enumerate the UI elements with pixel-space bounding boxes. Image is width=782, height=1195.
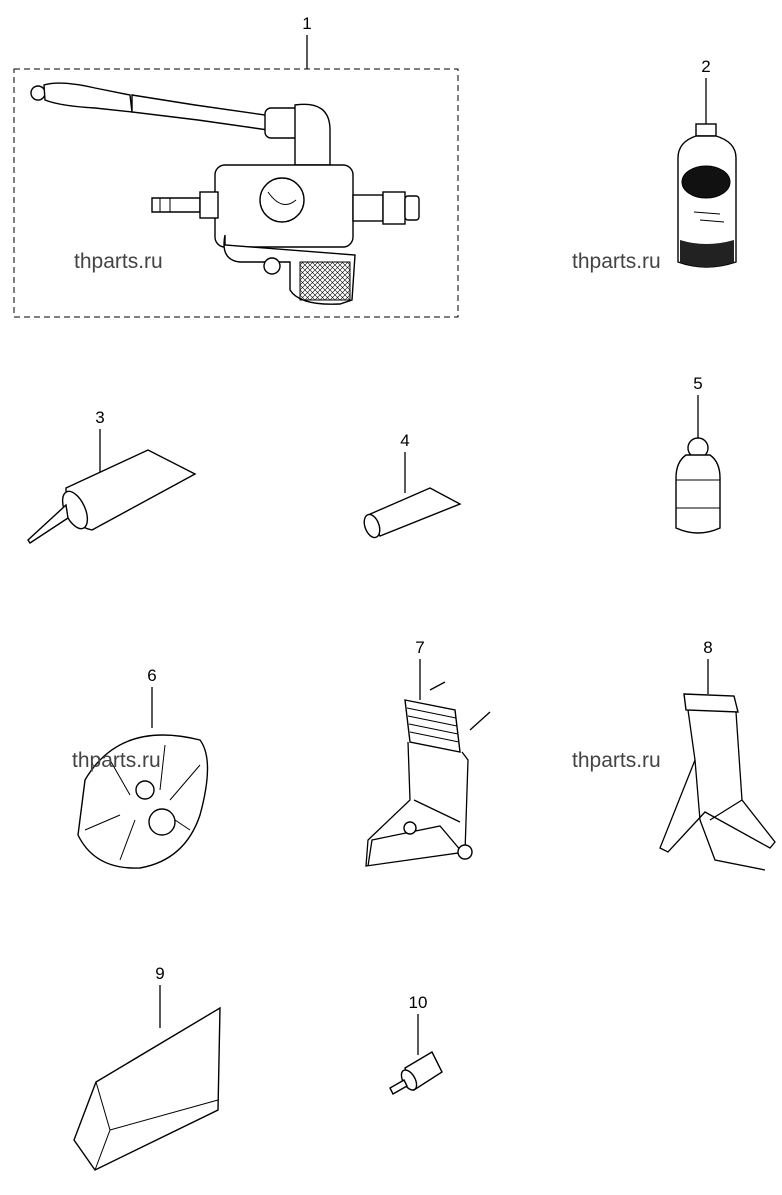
part-6-flywheel-puller[interactable]: 6 bbox=[77, 666, 209, 869]
part-label-2: 2 bbox=[701, 57, 710, 76]
hose bbox=[131, 94, 269, 131]
part-3-grease-tube-large[interactable]: 3 bbox=[27, 408, 197, 544]
stand-frame bbox=[365, 741, 469, 867]
part-4-grease-tube-small[interactable]: 4 bbox=[361, 431, 462, 540]
part-label-3: 3 bbox=[95, 408, 104, 427]
tube-nozzle bbox=[27, 503, 69, 544]
gun-port bbox=[259, 177, 305, 223]
watermark-3: thparts.ru bbox=[72, 749, 161, 772]
part-8-motor-bracket[interactable]: 8 bbox=[659, 638, 776, 871]
part-label-10: 10 bbox=[409, 993, 428, 1012]
bracket-frame bbox=[659, 709, 776, 853]
gun-neck bbox=[294, 103, 331, 166]
part-label-8: 8 bbox=[703, 638, 712, 657]
nozzle-tip bbox=[30, 85, 46, 101]
part-label-1: 1 bbox=[302, 14, 311, 33]
part-7-carrier-stand[interactable]: 7 bbox=[365, 638, 491, 867]
stand-pad bbox=[404, 699, 461, 753]
bottle-label bbox=[681, 165, 731, 199]
part-label-5: 5 bbox=[693, 374, 702, 393]
part-2-oil-bottle[interactable]: 2 bbox=[677, 57, 737, 268]
watermark-4: thparts.ru bbox=[572, 749, 661, 772]
bracket-clamp bbox=[683, 693, 739, 713]
part-5-small-bottle[interactable]: 5 bbox=[675, 374, 721, 534]
bag-body bbox=[73, 1006, 221, 1171]
part-9-tool-bag[interactable]: 9 bbox=[73, 964, 221, 1171]
watermark-2: thparts.ru bbox=[572, 250, 661, 273]
right-fitting bbox=[352, 194, 384, 222]
stand-wheel bbox=[457, 844, 473, 860]
part-label-4: 4 bbox=[400, 431, 409, 450]
part-1-grease-gun[interactable]: 1 bbox=[13, 14, 459, 318]
left-fitting bbox=[151, 197, 201, 213]
part-label-6: 6 bbox=[147, 666, 156, 685]
puller-hub bbox=[148, 808, 176, 836]
part-label-7: 7 bbox=[415, 638, 424, 657]
puller-disc bbox=[77, 734, 209, 869]
plug-stud bbox=[389, 1079, 408, 1095]
part-10-plug-fitting[interactable]: 10 bbox=[389, 993, 443, 1095]
kit-dashed-box bbox=[13, 68, 459, 318]
small-bottle-body bbox=[675, 454, 721, 534]
watermark-1: thparts.ru bbox=[74, 250, 163, 273]
small-tube-body bbox=[367, 487, 462, 537]
hose-grip bbox=[43, 82, 133, 113]
part-label-9: 9 bbox=[155, 964, 164, 983]
